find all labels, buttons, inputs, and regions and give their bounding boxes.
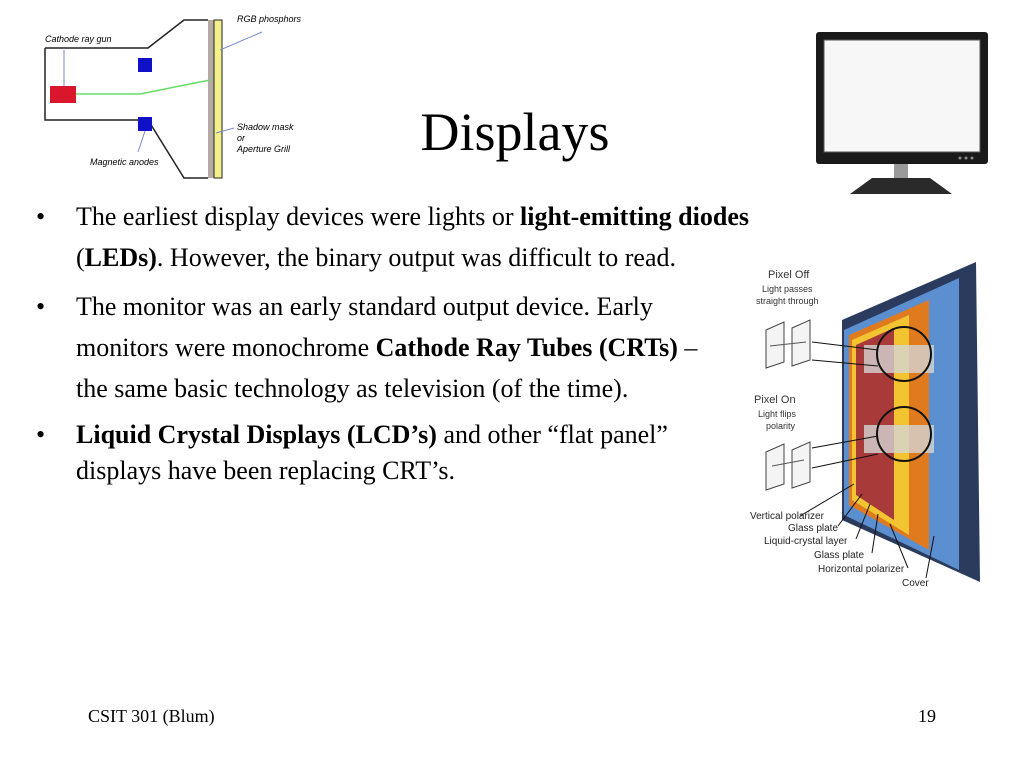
lcd-layers-diagram: Pixel Off Light passes straight through … [750, 262, 980, 589]
label-aperture-grill: Aperture Grill [236, 144, 291, 154]
label-cover: Cover [902, 578, 929, 589]
label-rgb-phosphors: RGB phosphors [237, 14, 302, 24]
label-polarity: polarity [766, 421, 796, 431]
magnetic-anode-top [138, 58, 152, 72]
bullet-text: ( [76, 243, 85, 272]
bullet-bold-text: LEDs) [84, 243, 157, 272]
label-light-passes: Light passes [762, 284, 813, 294]
bullet-dot: • [36, 292, 46, 321]
bullet-bold-text: Liquid Crystal Displays (LCD’s) [76, 420, 437, 449]
bullet-dot: • [36, 420, 46, 449]
label-glass-plate-1: Glass plate [788, 523, 838, 534]
bullet-text: The monitor was an early standard output… [76, 292, 653, 362]
bullet-bold-text: light-emitting diodes [520, 202, 749, 231]
magnetic-anode-bottom [138, 117, 152, 131]
cathode-ray-gun [50, 86, 76, 103]
crt-diagram: Cathode ray gun RGB phosphors Shadow mas… [44, 14, 302, 179]
bullet-item-lcds: • Liquid Crystal Displays (LCD’s) and ot… [36, 417, 716, 489]
bullet-text: . However, the binary output was difficu… [156, 243, 676, 272]
label-liquid-crystal-layer: Liquid-crystal layer [764, 536, 848, 547]
bullet-dot: • [36, 202, 46, 231]
label-magnetic-anodes: Magnetic anodes [90, 157, 159, 167]
label-or: or [237, 133, 246, 143]
label-shadow-mask: Shadow mask [237, 122, 294, 132]
shadow-mask [208, 20, 214, 178]
label-pixel-on: Pixel On [754, 394, 796, 406]
bullet-item-leds: • The earliest display devices were ligh… [36, 196, 776, 278]
bullet-text: – the same basic technology as televisio… [76, 333, 698, 403]
label-horizontal-polarizer: Horizontal polarizer [818, 564, 905, 575]
label-pixel-off: Pixel Off [768, 269, 810, 281]
footer-course: CSIT 301 (Blum) [88, 706, 215, 726]
label-cathode-ray-gun: Cathode ray gun [45, 34, 112, 44]
flat-panel-monitor-icon [816, 32, 988, 194]
bullet-text: and other “flat panel” displays have bee… [76, 420, 668, 485]
label-glass-plate-2: Glass plate [814, 550, 864, 561]
electron-beam [76, 79, 211, 95]
bullet-list: • The earliest display devices were ligh… [36, 196, 756, 497]
bullet-bold-text: Cathode Ray Tubes (CRTs) [375, 333, 678, 362]
label-light-flips: Light flips [758, 409, 797, 419]
bullet-item-crt-monitors: • The monitor was an early standard outp… [36, 286, 716, 409]
label-straight-through: straight through [756, 296, 819, 306]
rgb-phosphor-screen [213, 19, 223, 179]
footer-page-number: 19 [918, 706, 936, 726]
label-vertical-polarizer: Vertical polarizer [750, 511, 825, 522]
slide-title: Displays [420, 102, 610, 162]
bullet-text: The earliest display devices were lights… [76, 202, 521, 231]
